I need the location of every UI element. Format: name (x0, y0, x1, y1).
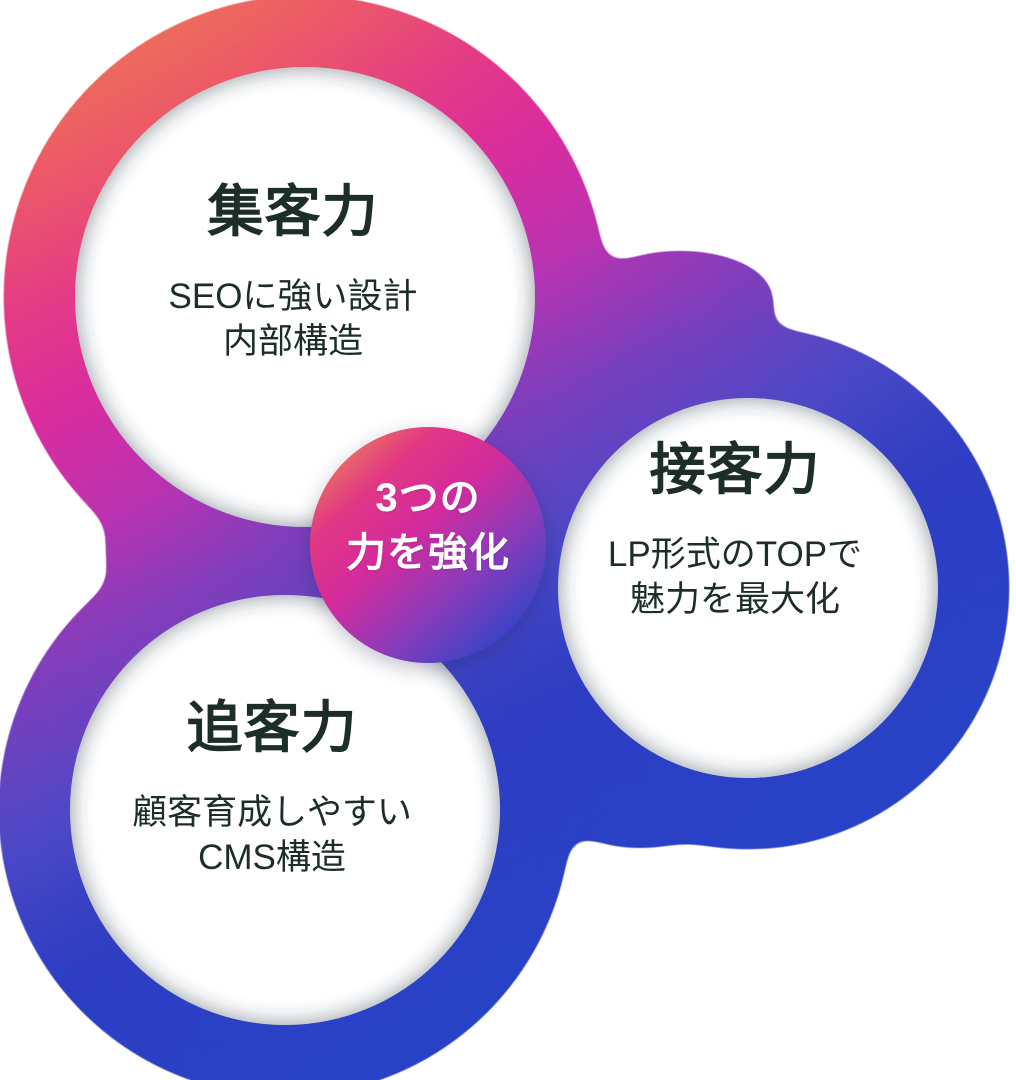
circle-engage-title: 接客力 (649, 438, 821, 501)
circle-attract-title: 集客力 (207, 180, 379, 243)
circle-attract-body-line1: SEOに強い設計 (168, 277, 418, 316)
ring-follow (0, 525, 570, 1080)
bridge-engage-follow (555, 757, 725, 847)
center-disc (310, 427, 546, 663)
circle-follow-body-line2: CMS構造 (198, 838, 346, 877)
circle-follow-body-line1: 顧客育成しやすい (132, 793, 412, 832)
circle-follow-face (70, 595, 500, 1025)
center-badge-line2: 力を強化 (346, 531, 510, 575)
circle-engage-body-line2: 魅力を最大化 (629, 580, 841, 619)
bridge-attract-engage (585, 252, 775, 348)
circle-follow-title: 追客力 (186, 696, 358, 759)
circle-attract-body-line2: 内部構造 (222, 322, 364, 361)
center-badge-line1: 3つの (375, 476, 481, 520)
circle-engage-body-line1: LP形式のTOPで (607, 535, 863, 574)
circle-engage-label: 接客力 LP形式のTOPで 魅力を最大化 (608, 440, 862, 622)
circle-attract-label: 集客力 SEOに強い設計 内部構造 (169, 182, 418, 364)
circle-attract-body: SEOに強い設計 内部構造 (169, 274, 418, 364)
center-badge-label: 3つの 力を強化 (346, 471, 510, 581)
circle-attract-face (75, 67, 535, 527)
circle-engage-face (558, 398, 938, 778)
circle-engage-body: LP形式のTOPで 魅力を最大化 (608, 532, 862, 622)
circle-follow-body: 顧客育成しやすい CMS構造 (132, 790, 412, 880)
circle-follow-label: 追客力 顧客育成しやすい CMS構造 (132, 698, 412, 880)
bridge-attract-follow (106, 502, 190, 602)
